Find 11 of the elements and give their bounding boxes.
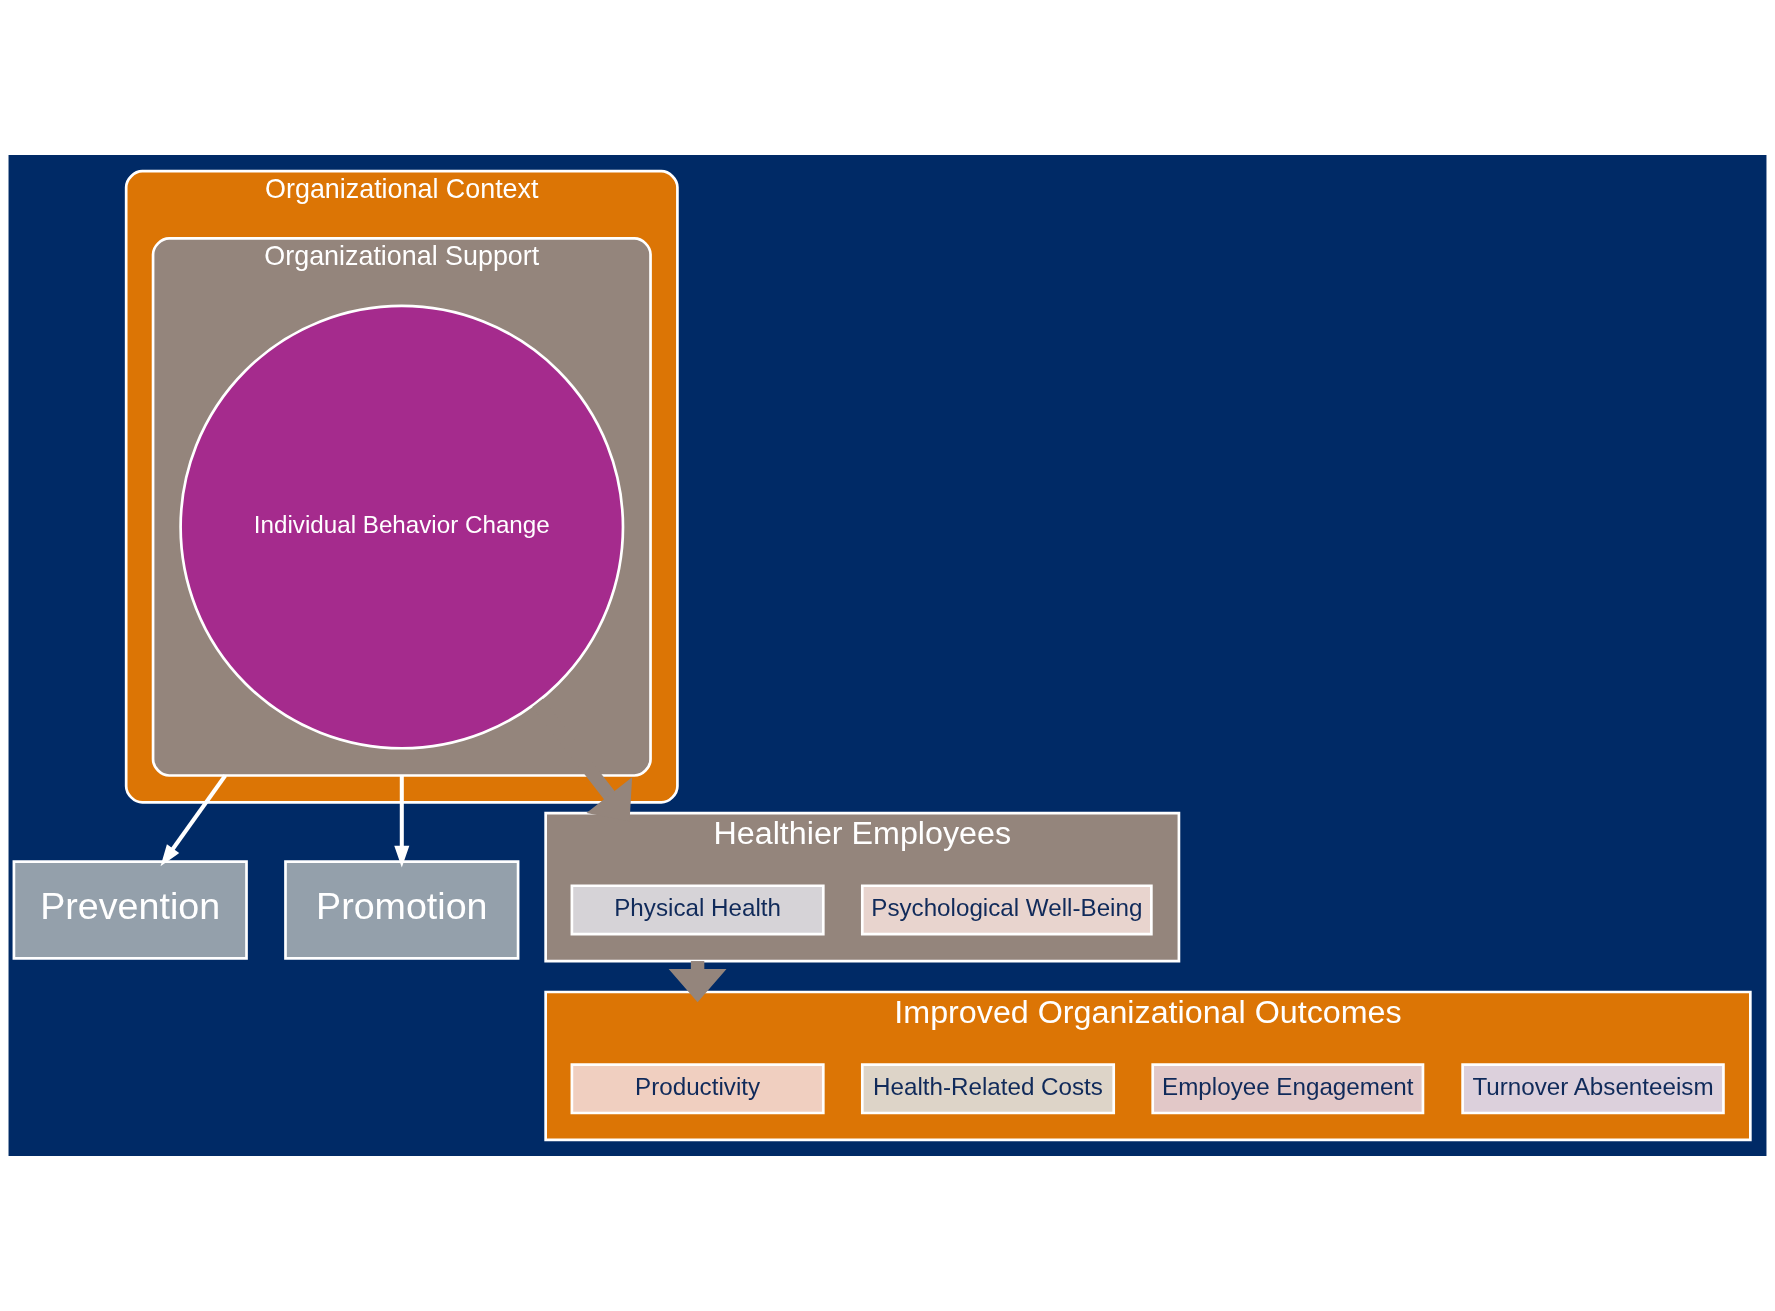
node-circle: Individual Behavior Change [179,304,625,750]
node-box: Productivity [570,1063,825,1115]
node-box: Promotion [284,860,520,960]
node-box: Employee Engagement [1151,1063,1425,1115]
arrow [160,774,227,867]
node-box: Physical Health [570,884,825,936]
node-box: Psychological Well-Being [860,884,1153,936]
node-box: Prevention [12,860,248,960]
node-box: Turnover Absenteeism [1461,1063,1725,1115]
arrow [394,775,410,868]
node-box: Health-Related Costs [860,1063,1116,1115]
